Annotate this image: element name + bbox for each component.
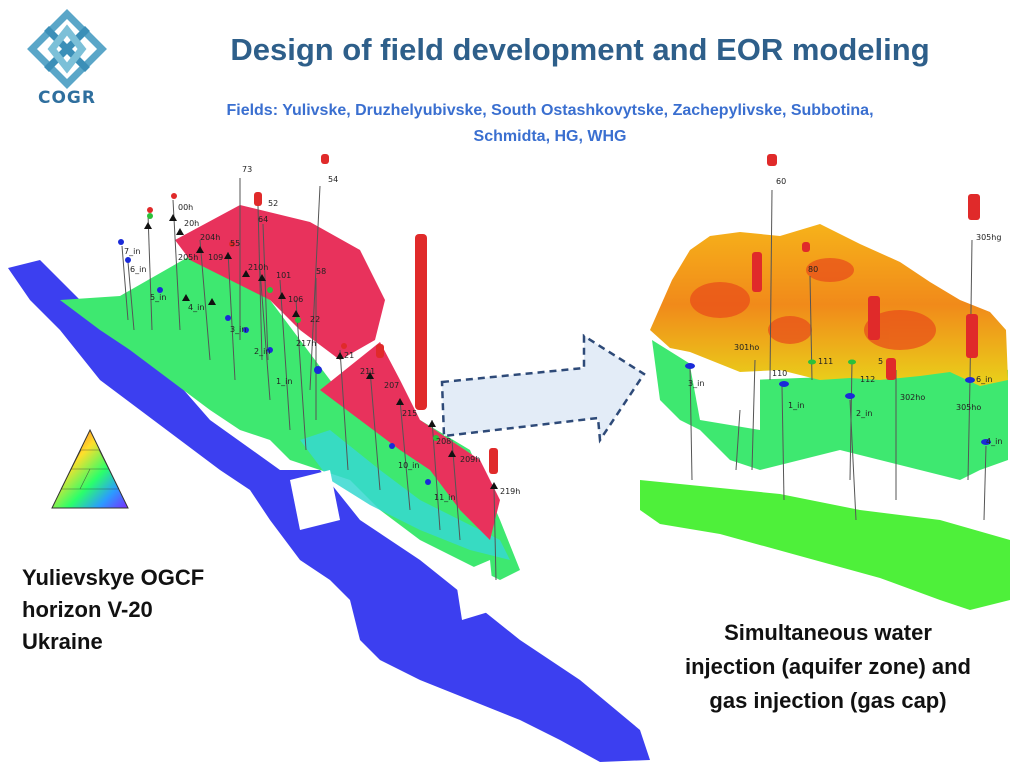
left-fault-gap-1 — [290, 470, 340, 530]
well-label: 73 — [242, 165, 252, 174]
left-gas-column-tall — [415, 234, 427, 410]
well-label: 112 — [860, 375, 875, 384]
left-gas-column-3 — [376, 344, 384, 358]
well-label: 207 — [384, 381, 399, 390]
caption-line: Yulievskye OGCF — [22, 565, 205, 590]
logo-text: COGR — [38, 88, 96, 108]
well-label: 101 — [276, 271, 291, 280]
left-producer-markers — [144, 214, 498, 489]
right-well-traces — [689, 189, 987, 521]
page-title: Design of field development and EOR mode… — [230, 32, 930, 67]
caption-line: Ukraine — [22, 629, 103, 654]
right-aquifer-slab — [640, 480, 1010, 610]
well-label: 52 — [268, 199, 278, 208]
right-gas-cap-hotspots — [690, 258, 936, 350]
well-label: 210h — [248, 263, 268, 272]
well-label: 217h — [296, 339, 316, 348]
well-label: 7_in — [124, 247, 140, 256]
right-reservoir-model: 60 305hg 80 301ho 111 5 110 112 3_in 1_i… — [640, 154, 1010, 610]
well-label: 211 — [360, 367, 375, 376]
left-gas-markers — [147, 193, 439, 441]
well-label: 60 — [776, 177, 786, 186]
logo-knot-icon — [27, 9, 107, 89]
cogr-logo: COGR — [22, 8, 112, 112]
well-label: 209h — [460, 455, 480, 464]
transition-arrow-icon — [440, 333, 646, 444]
well-label: 110 — [772, 369, 787, 378]
left-gas-cap-lower — [320, 342, 500, 540]
left-model-caption: Yulievskye OGCF horizon V-20 Ukraine — [22, 562, 282, 658]
well-label: 111 — [818, 357, 833, 366]
well-label: 54 — [328, 175, 338, 184]
ternary-saturation-icon — [51, 428, 129, 509]
well-label: 5 — [878, 357, 883, 366]
well-label: 6_in — [976, 375, 992, 384]
well-label: 205h — [178, 253, 198, 262]
caption-line: Simultaneous water — [724, 620, 932, 645]
well-label: 1_in — [788, 401, 804, 410]
well-label: 4_in — [188, 303, 204, 312]
well-label: 215 — [402, 409, 417, 418]
well-label: 1_in — [276, 377, 292, 386]
right-gap — [690, 366, 760, 430]
well-label: 20h — [184, 219, 199, 228]
well-label: 11_in — [434, 493, 455, 502]
well-label: 2_in — [254, 347, 270, 356]
well-label: 00h — [178, 203, 193, 212]
caption-line: gas injection (gas cap) — [709, 688, 947, 713]
well-label: 4_in — [986, 437, 1002, 446]
well-label: 302ho — [900, 393, 925, 402]
left-reservoir-model: 73 54 52 64 58 00h 20h 7_in 6_in 204h 20… — [8, 154, 650, 762]
well-label: 3_in — [688, 379, 704, 388]
well-label: 305hg — [976, 233, 1001, 242]
left-injector-markers — [118, 239, 431, 485]
well-label: 64 — [258, 215, 268, 224]
well-label: 208 — [436, 437, 451, 446]
well-label: 2_in — [856, 409, 872, 418]
left-gas-column-2 — [254, 192, 262, 206]
right-model-caption: Simultaneous water injection (aquifer zo… — [638, 616, 1018, 718]
well-label: 106 — [288, 295, 303, 304]
caption-line: horizon V-20 — [22, 597, 153, 622]
left-gas-column-1 — [321, 154, 329, 164]
well-label: 301ho — [734, 343, 759, 352]
left-fault-gap-2 — [455, 560, 495, 620]
page-subtitle: Fields: Yulivske, Druzhelyubivske, South… — [140, 98, 960, 150]
well-label: 55 — [230, 239, 240, 248]
well-label: 109 — [208, 253, 223, 262]
well-label: 219h — [500, 487, 520, 496]
subtitle-line-2: Schmidta, HG, WHG — [473, 128, 627, 145]
left-well-labels: 73 54 52 64 58 00h 20h 7_in 6_in 204h 20… — [124, 165, 520, 502]
well-label: 3_in — [230, 325, 246, 334]
well-label: 5_in — [150, 293, 166, 302]
well-label: 22 — [310, 315, 320, 324]
left-oil-cyan-band — [300, 430, 510, 560]
right-producer-markers — [808, 359, 856, 365]
well-label: 6_in — [130, 265, 146, 274]
left-gas-column-4 — [489, 448, 498, 474]
well-label: 305ho — [956, 403, 981, 412]
well-label: 204h — [200, 233, 220, 242]
right-injector-markers — [685, 363, 991, 445]
well-label: 21 — [344, 351, 354, 360]
right-well-labels: 60 305hg 80 301ho 111 5 110 112 3_in 1_i… — [688, 177, 1002, 446]
caption-line: injection (aquifer zone) and — [684, 654, 971, 679]
well-label: 10_in — [398, 461, 419, 470]
well-label: 80 — [808, 265, 818, 274]
subtitle-line-1: Fields: Yulivske, Druzhelyubivske, South… — [226, 102, 874, 119]
well-label: 58 — [316, 267, 326, 276]
right-gas-columns — [752, 154, 980, 380]
